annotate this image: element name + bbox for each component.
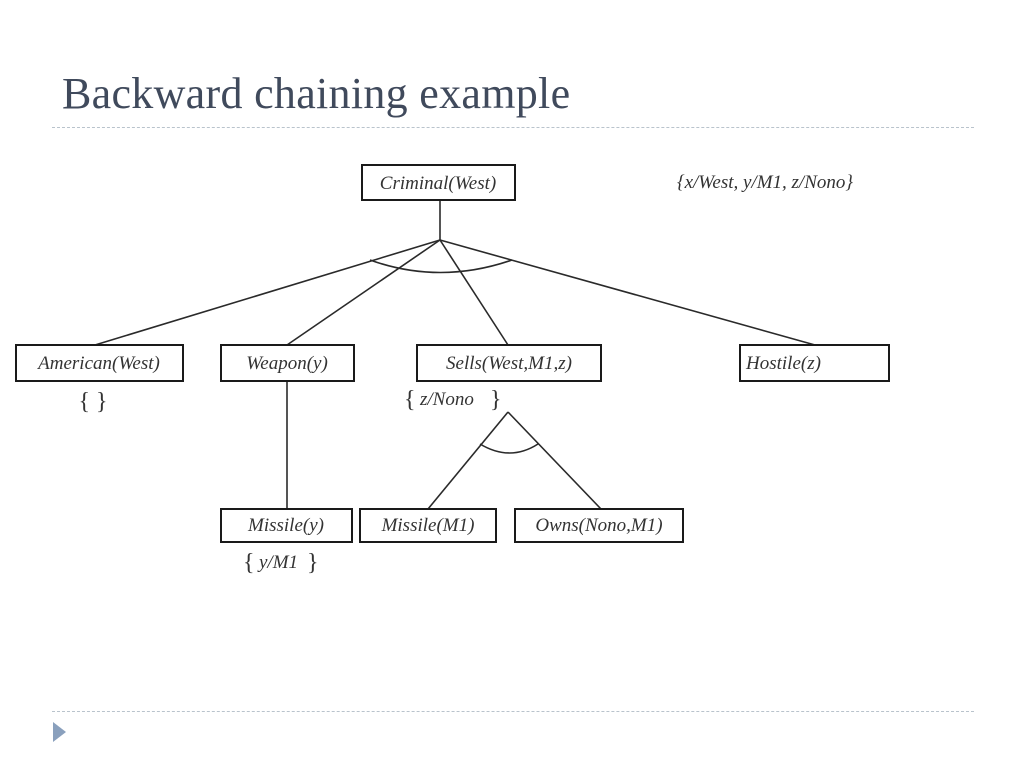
tree-edges bbox=[94, 200, 816, 510]
and-arc-criminal bbox=[369, 259, 513, 274]
brace-close: } bbox=[490, 387, 502, 413]
edge-criminal-american bbox=[94, 239, 441, 346]
substitution-american: { } bbox=[78, 389, 107, 415]
edge-sells-missile-m1 bbox=[427, 411, 509, 510]
node-label: American(West) bbox=[36, 353, 160, 374]
substitution-root: {x/West, y/M1, z/Nono} bbox=[677, 172, 853, 193]
node-missile-y: Missile(y) bbox=[220, 508, 353, 543]
substitution-missile: { y/M1 } bbox=[243, 550, 319, 576]
substitution-sells: { z/Nono } bbox=[404, 387, 502, 413]
node-weapon-y: Weapon(y) bbox=[220, 344, 355, 382]
brace-open: { bbox=[404, 387, 416, 413]
node-label: Criminal(West) bbox=[380, 173, 496, 194]
node-sells: Sells(West,M1,z) bbox=[416, 344, 602, 382]
node-label: Sells(West,M1,z) bbox=[446, 353, 572, 374]
node-label: Hostile(z) bbox=[745, 353, 821, 374]
edge-criminal-sells bbox=[439, 239, 509, 346]
node-american-west: American(West) bbox=[15, 344, 184, 382]
slide-title: Backward chaining example bbox=[62, 69, 571, 118]
title-divider bbox=[52, 127, 974, 128]
node-criminal-west: Criminal(West) bbox=[361, 164, 516, 201]
node-label: Missile(y) bbox=[247, 515, 324, 536]
footer-divider bbox=[52, 711, 974, 712]
and-arc-sells bbox=[479, 443, 539, 454]
play-arrow-icon[interactable] bbox=[53, 722, 66, 742]
node-hostile-z: Hostile(z) bbox=[739, 344, 890, 382]
substitution-text: z/Nono bbox=[419, 389, 474, 410]
edge-sells-owns bbox=[507, 411, 602, 510]
node-missile-m1: Missile(M1) bbox=[359, 508, 497, 543]
edge-criminal-weapon bbox=[286, 239, 441, 346]
node-label: Missile(M1) bbox=[381, 515, 475, 536]
node-owns-nono-m1: Owns(Nono,M1) bbox=[514, 508, 684, 543]
brace-close: } bbox=[307, 550, 319, 576]
substitution-text: y/M1 bbox=[257, 552, 298, 573]
edge-criminal-hostile bbox=[439, 239, 816, 346]
node-label: Owns(Nono,M1) bbox=[535, 515, 662, 536]
brace-open: { bbox=[243, 550, 255, 576]
node-label: Weapon(y) bbox=[246, 353, 328, 374]
